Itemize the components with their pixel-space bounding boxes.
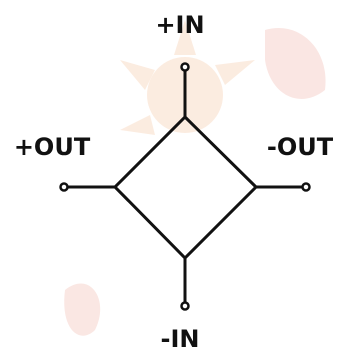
terminal-top [180,62,190,72]
watermark [64,20,326,336]
label-plus-in: +IN [155,11,204,39]
label-plus-out: +OUT [14,133,91,161]
terminal-bottom [180,301,190,311]
terminal-right [301,182,311,192]
watermark-blob-right [265,28,326,99]
label-minus-out: -OUT [267,133,334,161]
label-minus-in: -IN [161,325,200,353]
watermark-blob-left [64,283,101,336]
bridge-diamond [112,114,259,261]
terminal-left [59,182,69,192]
